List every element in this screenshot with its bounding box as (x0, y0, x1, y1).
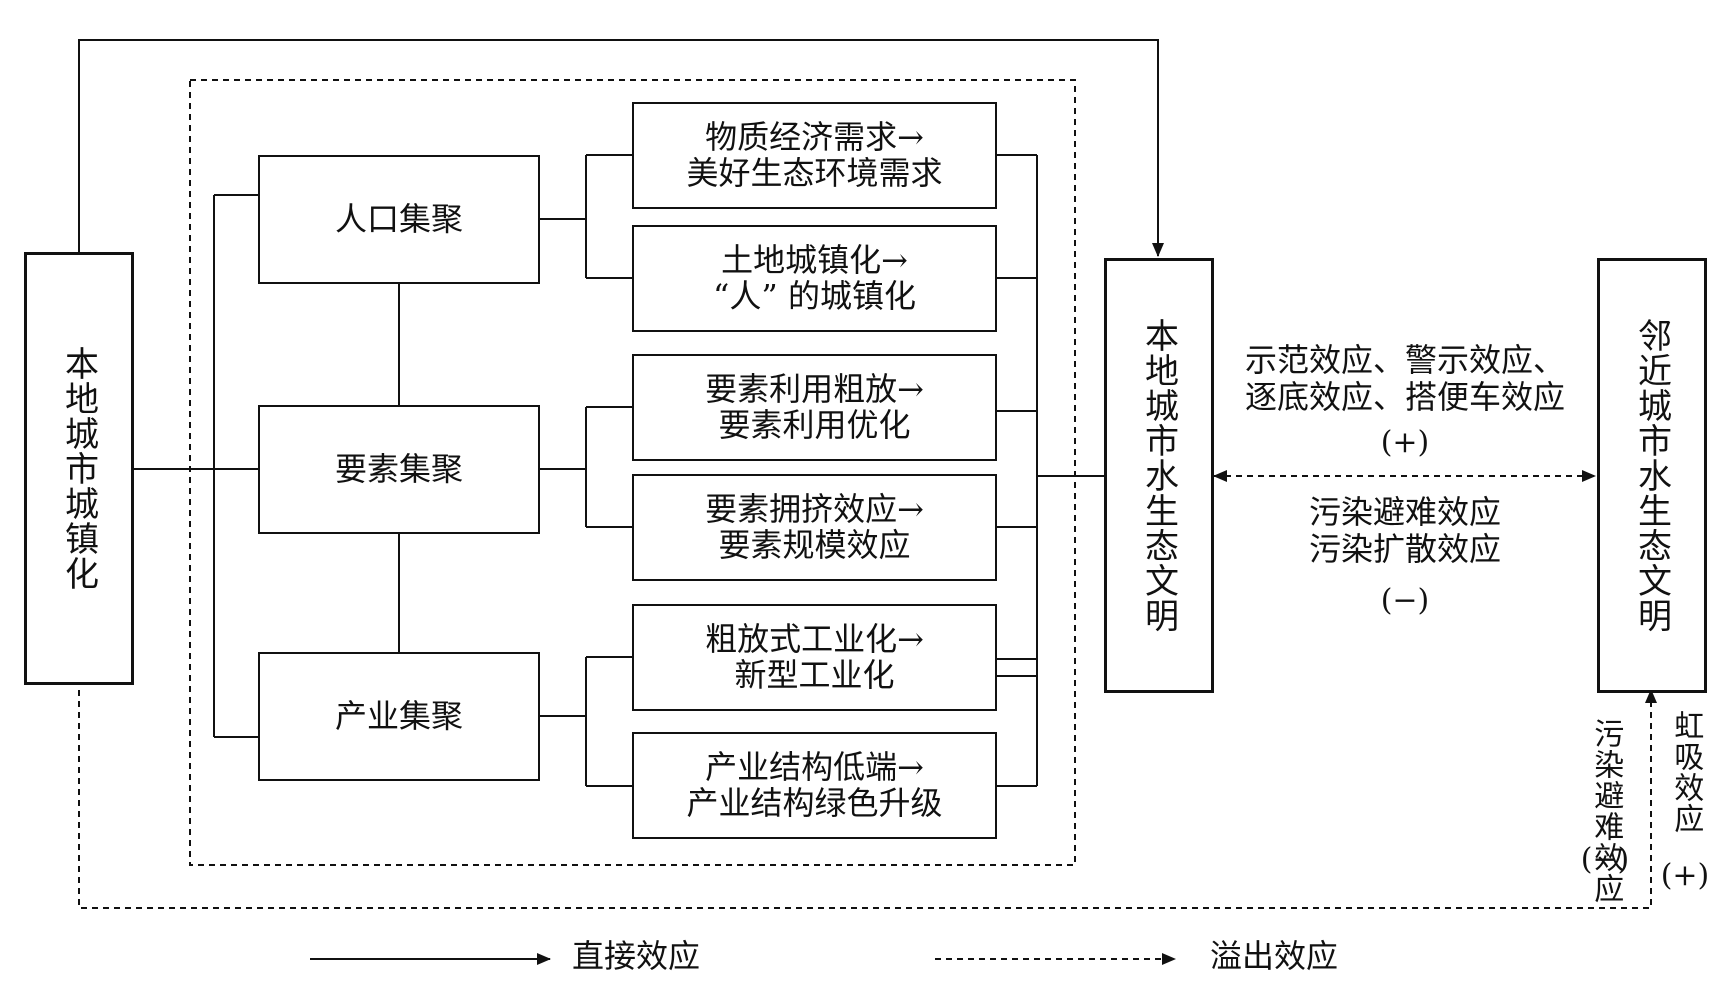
pollution-haven-label: 污染避难效应 (1588, 718, 1624, 904)
effect-line: 要素规模效应 (718, 525, 911, 564)
local-urbanization-box: 本地城市城镇化 (24, 252, 134, 685)
legend-spillover-label: 溢出效应 (1210, 937, 1339, 975)
local-water-eco-box: 本地城市水生态文明 (1104, 258, 1214, 693)
effect-line: 粗放式工业化→ (705, 619, 924, 658)
pollution-haven-block: 污染避难效应 (1570, 718, 1640, 904)
industry-cluster-label: 产业集聚 (334, 696, 463, 735)
effect-line: 要素拥挤效应→ (705, 489, 924, 528)
effect-line: 新型工业化 (734, 655, 895, 694)
effect-box-2: 土地城镇化→“人” 的城镇化 (632, 225, 997, 332)
siphon-label: 虹吸效应 (1668, 710, 1704, 834)
spillover-positive-text: 示范效应、警示效应、 逐底效应、搭便车效应 (1230, 342, 1580, 416)
neighbor-water-eco-box: 邻近城市水生态文明 (1597, 258, 1707, 693)
siphon-sign: (+) (1660, 858, 1710, 893)
effect-line: 要素利用优化 (718, 405, 911, 444)
effect-line: “人” 的城镇化 (713, 276, 916, 315)
effect-line: 产业结构绿色升级 (686, 783, 943, 822)
effect-line: 要素利用粗放→ (705, 369, 924, 408)
effect-box-3: 要素利用粗放→要素利用优化 (632, 354, 997, 461)
population-cluster-box: 人口集聚 (258, 155, 540, 284)
effect-box-5: 粗放式工业化→新型工业化 (632, 604, 997, 711)
factor-cluster-box: 要素集聚 (258, 405, 540, 534)
population-cluster-label: 人口集聚 (334, 199, 463, 238)
effect-box-6: 产业结构低端→产业结构绿色升级 (632, 732, 997, 839)
local-urbanization-label: 本地城市城镇化 (58, 346, 99, 591)
top-direct-arrow (78, 39, 1164, 257)
local-water-eco-label: 本地城市水生态文明 (1138, 318, 1179, 633)
dashed-container (189, 79, 1076, 866)
pollution-haven-sign: (−) (1580, 842, 1630, 877)
spillover-negative-sign: (−) (1380, 583, 1430, 618)
spillover-negative-line: 污染扩散效应 (1308, 529, 1501, 568)
neighbor-water-eco-label: 邻近城市水生态文明 (1631, 318, 1672, 633)
spillover-positive-line: 示范效应、警示效应、 (1244, 341, 1565, 379)
siphon-block: 虹吸效应 (1660, 710, 1710, 850)
effect-line: 美好生态环境需求 (686, 153, 943, 192)
spillover-negative-text: 污染避难效应 污染扩散效应 (1230, 494, 1580, 568)
effect-box-1: 物质经济需求→美好生态环境需求 (632, 102, 997, 209)
effect-line: 产业结构低端→ (705, 747, 924, 786)
spillover-positive-line: 逐底效应、搭便车效应 (1244, 377, 1565, 416)
industry-cluster-box: 产业集聚 (258, 652, 540, 781)
legend-direct-label: 直接效应 (572, 937, 701, 975)
spillover-positive-sign: (+) (1380, 425, 1430, 460)
effect-line: 土地城镇化→ (721, 240, 908, 279)
factor-cluster-label: 要素集聚 (334, 449, 463, 488)
effect-box-4: 要素拥挤效应→要素规模效应 (632, 474, 997, 581)
spillover-negative-line: 污染避难效应 (1308, 493, 1501, 531)
effect-line: 物质经济需求→ (705, 117, 924, 156)
bottom-spillover-arrow (78, 689, 1657, 909)
